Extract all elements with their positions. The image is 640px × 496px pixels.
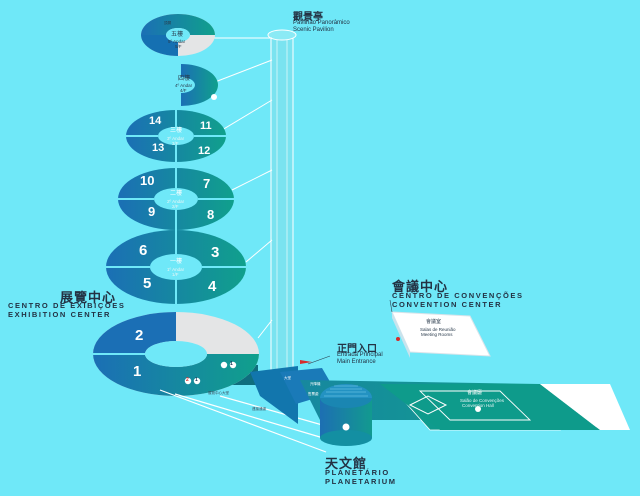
floor-2-label-zh: 二樓: [170, 190, 183, 197]
floor-1-ring[interactable]: [106, 230, 246, 304]
entrance-leader-line: [307, 355, 331, 365]
planetarium-dome[interactable]: [320, 384, 372, 446]
entrance-title-en: Main Entrance: [337, 359, 376, 365]
floor-3-label-en: 3/F: [172, 141, 179, 146]
hall-2[interactable]: 2: [135, 327, 144, 344]
hall-1[interactable]: 1: [133, 363, 142, 380]
entrance-arrow-icon: [300, 360, 312, 364]
floor-2-label-pt: 2º Andar: [167, 199, 185, 204]
hall-7[interactable]: 7: [203, 176, 211, 191]
hall-3[interactable]: 3: [211, 244, 220, 261]
floor-4-ring[interactable]: [181, 64, 218, 106]
pavilion-title-pt: Pavilhão Panorâmico: [293, 20, 350, 26]
floor-3-label-zh: 三樓: [170, 127, 183, 134]
floor-5-ring[interactable]: [141, 14, 215, 56]
convention-hall-en: Convention Hall: [462, 403, 494, 408]
floor-2-label-en: 2/F: [172, 204, 179, 209]
planetarium-title-pt: PLANETÁRIO: [325, 468, 390, 477]
floor-2-ring[interactable]: [118, 168, 234, 230]
floor-3-ring[interactable]: [126, 110, 226, 162]
info-marker-2: 1: [195, 377, 198, 383]
hall-4[interactable]: 4: [208, 278, 217, 295]
exhibition-title-zh: 展覽中心: [60, 291, 117, 306]
hall-13[interactable]: 13: [152, 142, 165, 154]
meeting-rooms-pt: Salas de Reunião: [420, 327, 456, 332]
ground-markers: [184, 94, 481, 412]
meeting-rooms-box[interactable]: [391, 311, 491, 358]
convention-title-en: CONVENTION CENTER: [392, 300, 503, 309]
floor-4-label-pt: 4º Andar: [175, 83, 193, 88]
meeting-rooms-zh: 會議室: [426, 319, 442, 325]
planetarium-title-zh: 天文館: [325, 457, 368, 472]
floor-5-label-pt: 5º Andar: [168, 39, 186, 44]
planetarium-toilet-icon: [342, 423, 350, 431]
hall-9[interactable]: 9: [148, 204, 156, 219]
exit-marker: 2: [186, 377, 189, 383]
corridor-label: 連接通道: [252, 407, 266, 411]
floor-5-label-en: 5/F: [175, 44, 182, 49]
hall-6[interactable]: 6: [139, 242, 148, 259]
entrance-title-zh: 正門入口: [337, 344, 377, 355]
convention-title-pt: CENTRO DE CONVENÇÕES: [392, 291, 524, 300]
convention-hall-zh: 會議廳: [467, 390, 483, 396]
floor-4-label-en: 4/F: [180, 88, 187, 93]
floor-5-top-label: 頂層: [164, 21, 172, 25]
hall-5[interactable]: 5: [143, 275, 152, 292]
ring-connectors: [209, 37, 273, 339]
convention-hall-pt: Salão de Convenções: [460, 398, 505, 403]
floor-3-label-pt: 3º Andar: [167, 136, 185, 141]
pavilion-title-en: Scenic Pavilion: [293, 27, 334, 33]
hall-10[interactable]: 10: [140, 173, 155, 188]
floor-4-label-zh: 四樓: [178, 75, 191, 82]
hall-14[interactable]: 14: [149, 115, 162, 127]
floor-5-label-zh: 五樓: [171, 31, 184, 38]
hall-12[interactable]: 12: [198, 145, 211, 157]
ground-floor-ring[interactable]: [93, 312, 259, 396]
ticket-label: 售票處: [308, 392, 319, 396]
foyer-label: 大堂: [284, 376, 291, 380]
convention-leader-line: [389, 299, 393, 313]
floor-1-label-zh: 一樓: [170, 258, 183, 265]
planetarium-title-en: PLANETARIUM: [325, 477, 397, 486]
convention-title-zh: 會議中心: [392, 280, 449, 295]
info-marker: 1: [230, 361, 233, 367]
convention-hall-band[interactable]: [380, 384, 630, 430]
floor-1-label-pt: 1º Andar: [167, 267, 185, 272]
floor-1-label-en: 1/F: [172, 272, 179, 277]
pavilion-title-zh: 觀景亭: [293, 12, 323, 23]
tower-shaft: [267, 29, 297, 391]
hall-11[interactable]: 11: [200, 120, 212, 132]
hall-8[interactable]: 8: [207, 207, 215, 222]
entrance-title-pt: Entrada Principal: [337, 352, 383, 358]
lobby-label: 展覽中心大堂: [208, 391, 229, 395]
exhibition-title-en: EXHIBITION CENTER: [8, 310, 112, 319]
lift-label: 升降機: [310, 382, 321, 386]
meeting-rooms-en: Meeting Rooms: [421, 332, 453, 337]
exhibition-title-pt: CENTRO DE EXIBIÇÕES: [8, 301, 126, 310]
